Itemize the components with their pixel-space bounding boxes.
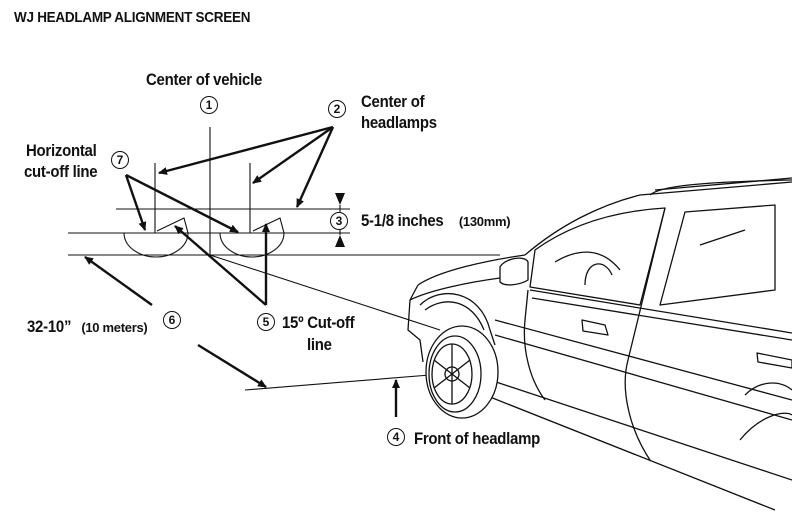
arrow-distance-bottom [197,343,267,389]
arrow-horizontal-cutoff-right [125,173,239,234]
vehicle-illustration [407,177,792,511]
center-of-headlamps-label-line2: headlamps [361,113,437,132]
diagram-title: WJ HEADLAMP ALIGNMENT SCREEN [14,9,251,26]
distance-metric: (10 meters) [81,320,148,335]
rear-wheel-arch [739,412,792,441]
dimension-arrow-top [335,193,345,205]
body-lower-line [489,379,792,481]
front-fender-arch [419,292,496,346]
arrow-horizontal-cutoff-left [124,174,147,231]
front-of-headlamp-label: Front of headlamp [414,429,541,448]
door-handle-front [581,319,609,336]
front-wheel [425,325,499,419]
arrow-15deg-cutoff-left [174,225,267,306]
cutoff-15deg-label-line1: 15º Cut-off [282,313,355,332]
horizontal-cutoff-label-line1: Horizontal [26,141,97,160]
vehicle-mirror [499,257,529,286]
callout-2-badge: 2 [328,100,346,118]
cutoff-15deg-label-line2: line [307,335,332,354]
vertical-offset-label: 5-1/8 inches (130mm) [361,211,511,231]
callout-7-badge: 7 [111,151,129,169]
arrow-center-headlamp-right [252,126,334,184]
callout-6-badge: 6 [163,311,181,329]
vehicle-roof [524,181,792,256]
distance-label: 32-10” (10 meters) [27,317,148,337]
arrow-distance-top [84,256,153,306]
callout-3-badge: 3 [330,212,348,230]
dimension-arrow-bottom [335,235,345,247]
right-beam-pattern [219,217,285,258]
center-of-headlamps-label-line1: Center of [361,92,425,111]
door-front-edge [523,289,546,401]
callout-5-badge: 5 [257,313,275,331]
arrow-center-headlamp-height [295,126,335,208]
vehicle-hood [417,254,526,286]
left-beam-pattern [123,217,189,258]
body-side-line [494,319,792,401]
horizontal-cutoff-label-line2: cut-off line [24,162,98,181]
door-handle-rear [756,352,792,369]
door-line [624,207,666,461]
callout-4-badge: 4 [387,428,405,446]
rear-window [659,204,776,306]
steering-wheel [584,263,613,286]
ground-distance-line [244,374,431,391]
arrow-center-headlamp-left [158,125,334,175]
callout-1-badge: 1 [200,96,218,114]
vehicle-front [407,299,424,363]
vertical-offset-metric: (130mm) [458,214,511,229]
vertical-offset-value: 5-1/8 inches [361,211,444,230]
distance-value: 32-10” [27,317,72,336]
perspective-line [209,254,441,331]
center-of-vehicle-label: Center of vehicle [146,70,263,89]
